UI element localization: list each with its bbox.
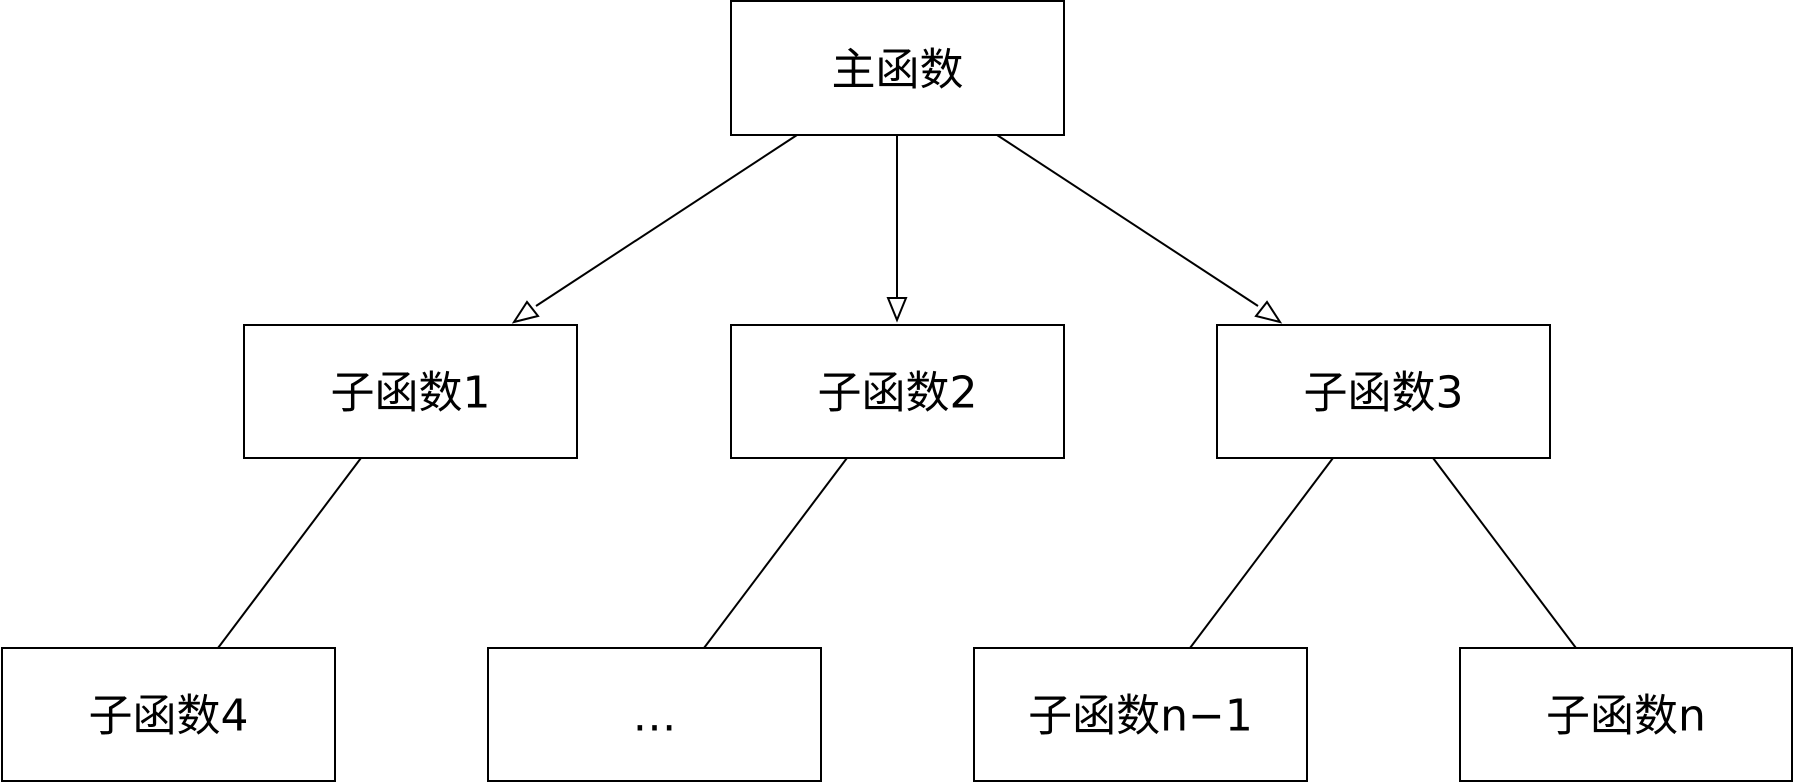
- node-sub3-label: 子函数3: [1304, 368, 1464, 419]
- node-main-label: 主函数: [832, 45, 964, 96]
- edge-sub3-to-subn: [1432, 457, 1577, 649]
- node-subn1: 子函数n−1: [973, 647, 1308, 782]
- edge-main-to-sub1-arrowhead: [511, 300, 540, 324]
- node-sub1-label: 子函数1: [331, 368, 491, 419]
- edge-main-to-sub3: [996, 134, 1259, 307]
- edge-sub1-to-sub4: [217, 457, 362, 649]
- node-ellipsis-label: …: [633, 691, 677, 742]
- edge-sub3-to-subn1: [1189, 457, 1334, 649]
- node-sub3: 子函数3: [1216, 324, 1551, 459]
- edge-sub2-to-ellipsis: [703, 457, 848, 649]
- node-sub1: 子函数1: [243, 324, 578, 459]
- node-subn-label: 子函数n: [1546, 691, 1706, 742]
- edges: [217, 134, 1577, 649]
- edge-main-to-sub2-arrowhead: [886, 297, 908, 323]
- node-subn1-label: 子函数n−1: [1028, 691, 1253, 742]
- node-subn: 子函数n: [1459, 647, 1793, 782]
- edge-main-to-sub1: [535, 134, 798, 307]
- node-main: 主函数: [730, 0, 1065, 136]
- node-sub2-label: 子函数2: [818, 368, 978, 419]
- node-sub4: 子函数4: [1, 647, 336, 782]
- node-ellipsis: …: [487, 647, 822, 782]
- edge-main-to-sub3-arrowhead: [1254, 300, 1283, 324]
- node-sub4-label: 子函数4: [89, 691, 249, 742]
- node-sub2: 子函数2: [730, 324, 1065, 459]
